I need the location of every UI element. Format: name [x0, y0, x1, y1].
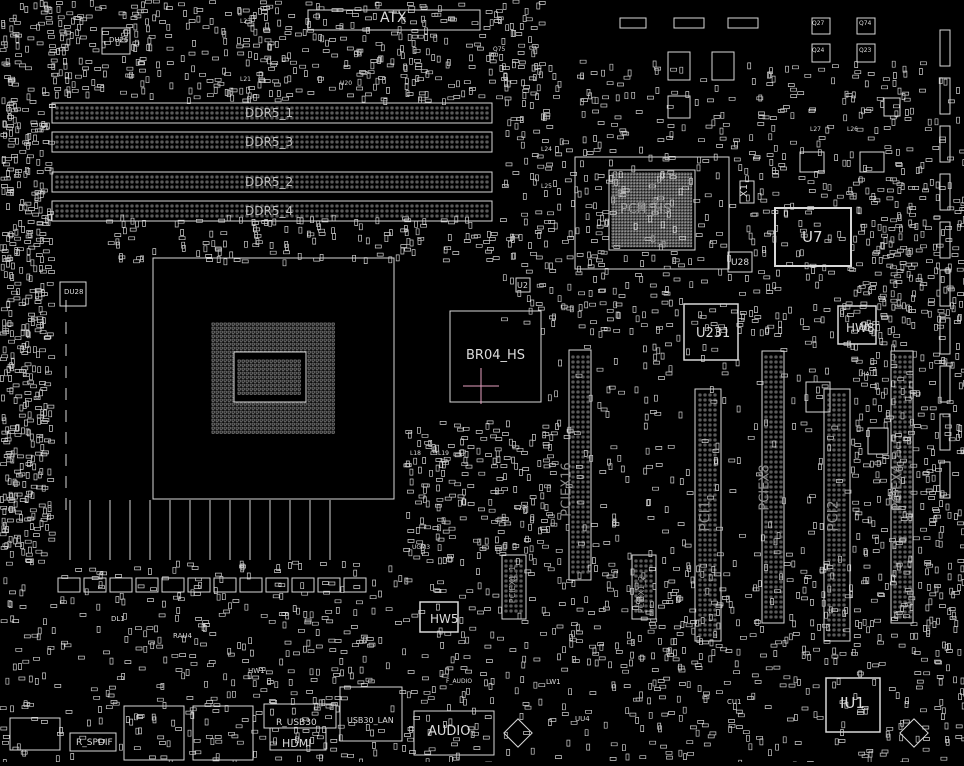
cpu-socket[interactable] — [152, 257, 395, 500]
choke-6[interactable] — [187, 577, 211, 593]
pciex1-2-slot[interactable] — [631, 554, 657, 620]
audio-connector[interactable] — [413, 710, 495, 756]
choke-2[interactable] — [83, 577, 107, 593]
pci1-slot[interactable] — [694, 388, 722, 642]
choke-11[interactable] — [317, 577, 341, 593]
ic-1[interactable] — [619, 17, 647, 29]
edge-connector-7[interactable] — [939, 317, 951, 355]
choke-8[interactable] — [239, 577, 263, 593]
ic-3[interactable] — [727, 17, 759, 29]
pciex8-slot[interactable] — [761, 350, 785, 624]
ic-6[interactable] — [667, 95, 691, 119]
choke-4[interactable] — [135, 577, 159, 593]
ic-9[interactable] — [811, 17, 831, 35]
ic-5[interactable] — [711, 51, 735, 81]
choke-12[interactable] — [343, 577, 367, 593]
diamond-part-1[interactable] — [503, 718, 533, 748]
pciex4-slot[interactable] — [890, 350, 914, 624]
u7-chip[interactable] — [774, 207, 852, 267]
pciex1-1-slot[interactable] — [501, 554, 527, 620]
br04-heatsink[interactable] — [449, 310, 542, 403]
pci2-slot[interactable] — [823, 388, 851, 642]
ic-8[interactable] — [811, 43, 831, 63]
x1-crystal[interactable] — [739, 180, 755, 204]
edge-connector-9[interactable] — [939, 413, 951, 451]
pciex16-slot[interactable] — [568, 349, 592, 581]
ic-2[interactable] — [673, 17, 705, 29]
ic-15[interactable] — [859, 151, 885, 173]
atx-connector[interactable] — [307, 9, 481, 31]
r-spdif-connector[interactable] — [69, 732, 117, 752]
edge-connector-1[interactable] — [939, 29, 951, 67]
edge-connector-3[interactable] — [939, 125, 951, 163]
choke-9[interactable] — [265, 577, 289, 593]
u2-chip[interactable] — [515, 277, 531, 293]
ic-4[interactable] — [667, 51, 691, 81]
dimm-ddr5-4[interactable] — [51, 200, 493, 222]
ic-10[interactable] — [856, 17, 876, 35]
dimm-ddr5-1[interactable] — [51, 102, 493, 124]
diamond-part-2[interactable] — [899, 718, 929, 748]
edge-connector-8[interactable] — [939, 365, 951, 403]
edge-connector-4[interactable] — [939, 173, 951, 211]
r-usb30-connector[interactable] — [263, 703, 337, 729]
usb-stack-2[interactable] — [192, 705, 254, 761]
hw5-chip[interactable] — [419, 601, 459, 633]
iu1-chip[interactable] — [825, 677, 881, 733]
choke-10[interactable] — [291, 577, 315, 593]
usb30-lan-connector[interactable] — [339, 686, 403, 742]
ic-14[interactable] — [799, 151, 825, 173]
du26-chip[interactable] — [101, 27, 131, 55]
dimm-ddr5-2[interactable] — [51, 171, 493, 193]
du28-chip[interactable] — [59, 281, 87, 307]
hw8-chip[interactable] — [837, 305, 877, 345]
ic-12[interactable] — [805, 381, 831, 413]
choke-3[interactable] — [109, 577, 133, 593]
ic-7[interactable] — [856, 43, 876, 63]
edge-connector-5[interactable] — [939, 221, 951, 259]
ic-13[interactable] — [867, 427, 889, 455]
u28-chip[interactable] — [727, 251, 753, 273]
dimm-ddr5-3[interactable] — [51, 131, 493, 153]
pch-die[interactable] — [608, 169, 696, 251]
edge-connector-10[interactable] — [939, 461, 951, 499]
pch-heatsink[interactable] — [574, 156, 730, 270]
ic-11[interactable] — [883, 97, 901, 117]
usb-ls-connector[interactable] — [9, 717, 61, 751]
edge-connector-2[interactable] — [939, 77, 951, 115]
u231-chip[interactable] — [683, 303, 739, 361]
choke-7[interactable] — [213, 577, 237, 593]
choke-5[interactable] — [161, 577, 185, 593]
edge-connector-6[interactable] — [939, 269, 951, 307]
usb-stack-1[interactable] — [123, 705, 185, 761]
choke-1[interactable] — [57, 577, 81, 593]
